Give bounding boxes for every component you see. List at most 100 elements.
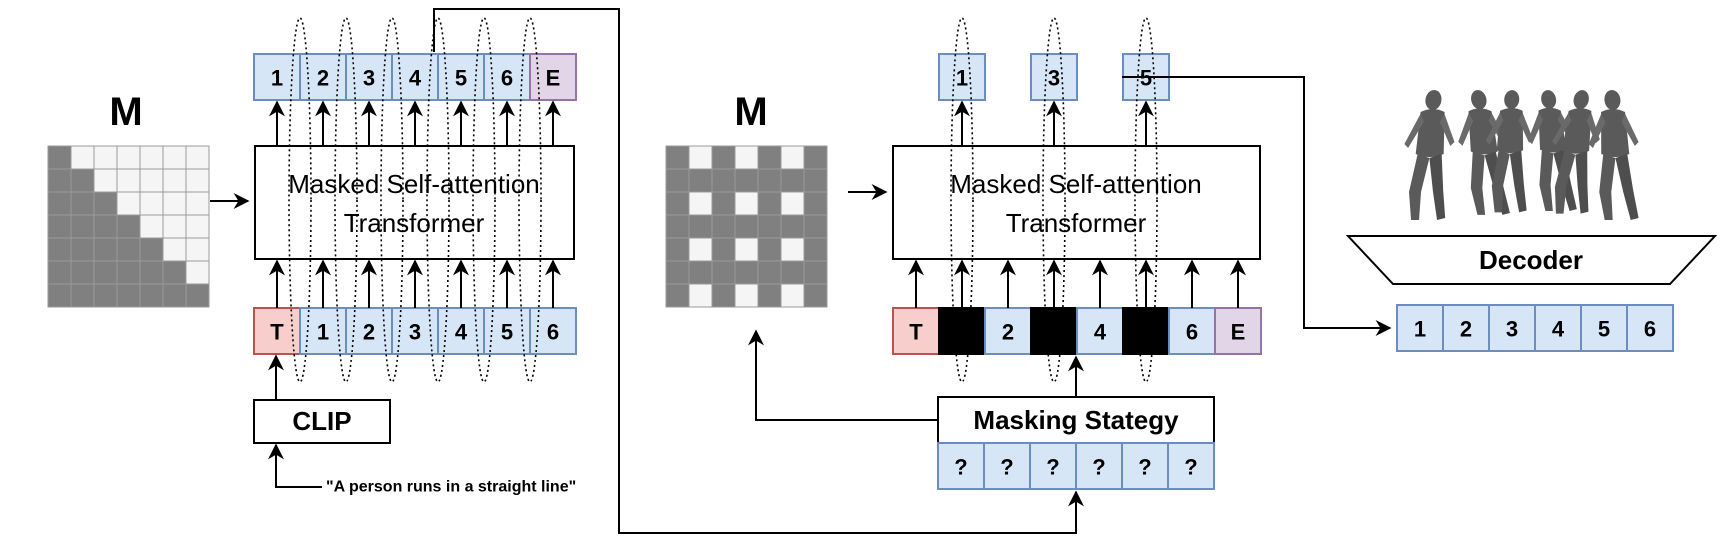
decoder-token-label: 4 <box>1552 317 1565 342</box>
prompt-to-clip-arrow <box>268 443 322 488</box>
right-matrix-cell <box>688 237 713 262</box>
left-token-arrows <box>269 100 561 308</box>
masking-token: ? <box>983 442 1031 490</box>
clip-box <box>253 399 391 444</box>
right-matrix-cell <box>757 260 782 285</box>
human-mesh-figure <box>1485 90 1533 213</box>
right-matrix-cell <box>803 191 828 216</box>
left-matrix-cell <box>70 191 95 216</box>
right-input-token-label: 1 <box>956 320 968 345</box>
right-matrix-label: M <box>734 90 767 134</box>
right-matrix-cell <box>665 168 690 193</box>
right-loop <box>1134 17 1158 383</box>
right-matrix-cell <box>757 145 782 170</box>
right-input-token: 6 <box>1168 307 1216 355</box>
left-matrix-cell <box>93 168 118 193</box>
left-matrix-cell <box>47 191 72 216</box>
left-matrix-cell <box>139 191 164 216</box>
left-matrix-cell <box>162 191 187 216</box>
right-matrix-cell <box>711 191 736 216</box>
right-input-token: 5 <box>1122 307 1170 355</box>
decoder-token-label: 3 <box>1506 317 1518 342</box>
right-matrix-cell <box>757 168 782 193</box>
decoder-token: 3 <box>1488 304 1536 352</box>
right-input-token: 4 <box>1076 307 1124 355</box>
right-matrix-cell <box>688 214 713 239</box>
left-matrix-cell <box>116 145 141 170</box>
left-loop <box>334 17 358 383</box>
right-matrix-cell <box>803 283 828 308</box>
masking-token-label: ? <box>1092 455 1105 480</box>
masking-to-matrix-arrow <box>748 329 938 421</box>
left-output-token: 2 <box>299 53 347 101</box>
right-matrix-cell <box>734 214 759 239</box>
left-autoregressive-loops <box>288 17 542 383</box>
right-matrix-cell <box>780 191 805 216</box>
right-matrix-cell <box>734 191 759 216</box>
left-matrix-cell <box>93 191 118 216</box>
output-to-decoder-arrow <box>1122 76 1392 336</box>
right-matrix-cell <box>803 260 828 285</box>
human-mesh-figure <box>1552 90 1600 214</box>
right-matrix-cell <box>688 260 713 285</box>
left-output-token-label: 6 <box>501 66 513 91</box>
left-input-token-label: 1 <box>317 320 329 345</box>
left-matrix-cell <box>47 237 72 262</box>
left-matrix-cell <box>116 237 141 262</box>
left-matrix-cell <box>139 283 164 308</box>
left-loop <box>288 17 312 383</box>
left-matrix-cell <box>139 214 164 239</box>
left-matrix-cell <box>139 260 164 285</box>
right-matrix-cell <box>711 237 736 262</box>
left-matrix-cell <box>116 168 141 193</box>
right-matrix-cell <box>734 168 759 193</box>
left-matrix-cell <box>70 214 95 239</box>
left-output-token-label: 4 <box>409 66 422 91</box>
masking-token: ? <box>1167 442 1215 490</box>
left-matrix-cell <box>116 214 141 239</box>
left-matrix-cell <box>93 260 118 285</box>
left-matrix-cell <box>162 260 187 285</box>
text-prompt: "A person runs in a straight line" <box>326 479 576 496</box>
right-input-token: 1 <box>938 307 986 355</box>
clip-label: CLIP <box>292 406 351 436</box>
right-matrix-cell <box>688 145 713 170</box>
left-output-token-label: 2 <box>317 66 329 91</box>
right-matrix-cell <box>665 237 690 262</box>
left-output-token: E <box>529 53 577 101</box>
left-matrix-cell <box>162 214 187 239</box>
left-matrix-cell <box>70 168 95 193</box>
masking-token: ? <box>1121 442 1169 490</box>
left-transformer-line2: Transformer <box>344 208 485 238</box>
left-matrix-cell <box>93 145 118 170</box>
right-attention-matrix <box>665 145 828 308</box>
left-matrix-cell <box>116 283 141 308</box>
masking-token-label: ? <box>954 455 967 480</box>
masking-token-label: ? <box>1046 455 1059 480</box>
right-matrix-cell <box>711 283 736 308</box>
right-matrix-cell <box>803 237 828 262</box>
left-loop <box>518 17 542 383</box>
right-input-token: 3 <box>1030 307 1078 355</box>
right-loop <box>1042 17 1066 383</box>
right-matrix-cell <box>803 168 828 193</box>
right-matrix-cell <box>688 283 713 308</box>
left-attention-matrix <box>47 145 210 308</box>
right-matrix-cell <box>688 191 713 216</box>
human-mesh-figure <box>1588 90 1639 220</box>
right-matrix-cell <box>803 214 828 239</box>
right-token-arrows <box>908 100 1246 308</box>
right-masked-loops <box>950 17 1158 383</box>
right-matrix-cell <box>803 145 828 170</box>
right-matrix-cell <box>780 260 805 285</box>
human-mesh-figure <box>1404 90 1455 220</box>
left-matrix-cell <box>162 237 187 262</box>
right-input-token-label: 3 <box>1048 320 1060 345</box>
left-matrix-cell <box>93 283 118 308</box>
right-matrix-cell <box>780 145 805 170</box>
right-matrix-cell <box>734 260 759 285</box>
right-matrix-cell <box>757 237 782 262</box>
left-output-token: 4 <box>391 53 439 101</box>
masking-token: ? <box>1029 442 1077 490</box>
